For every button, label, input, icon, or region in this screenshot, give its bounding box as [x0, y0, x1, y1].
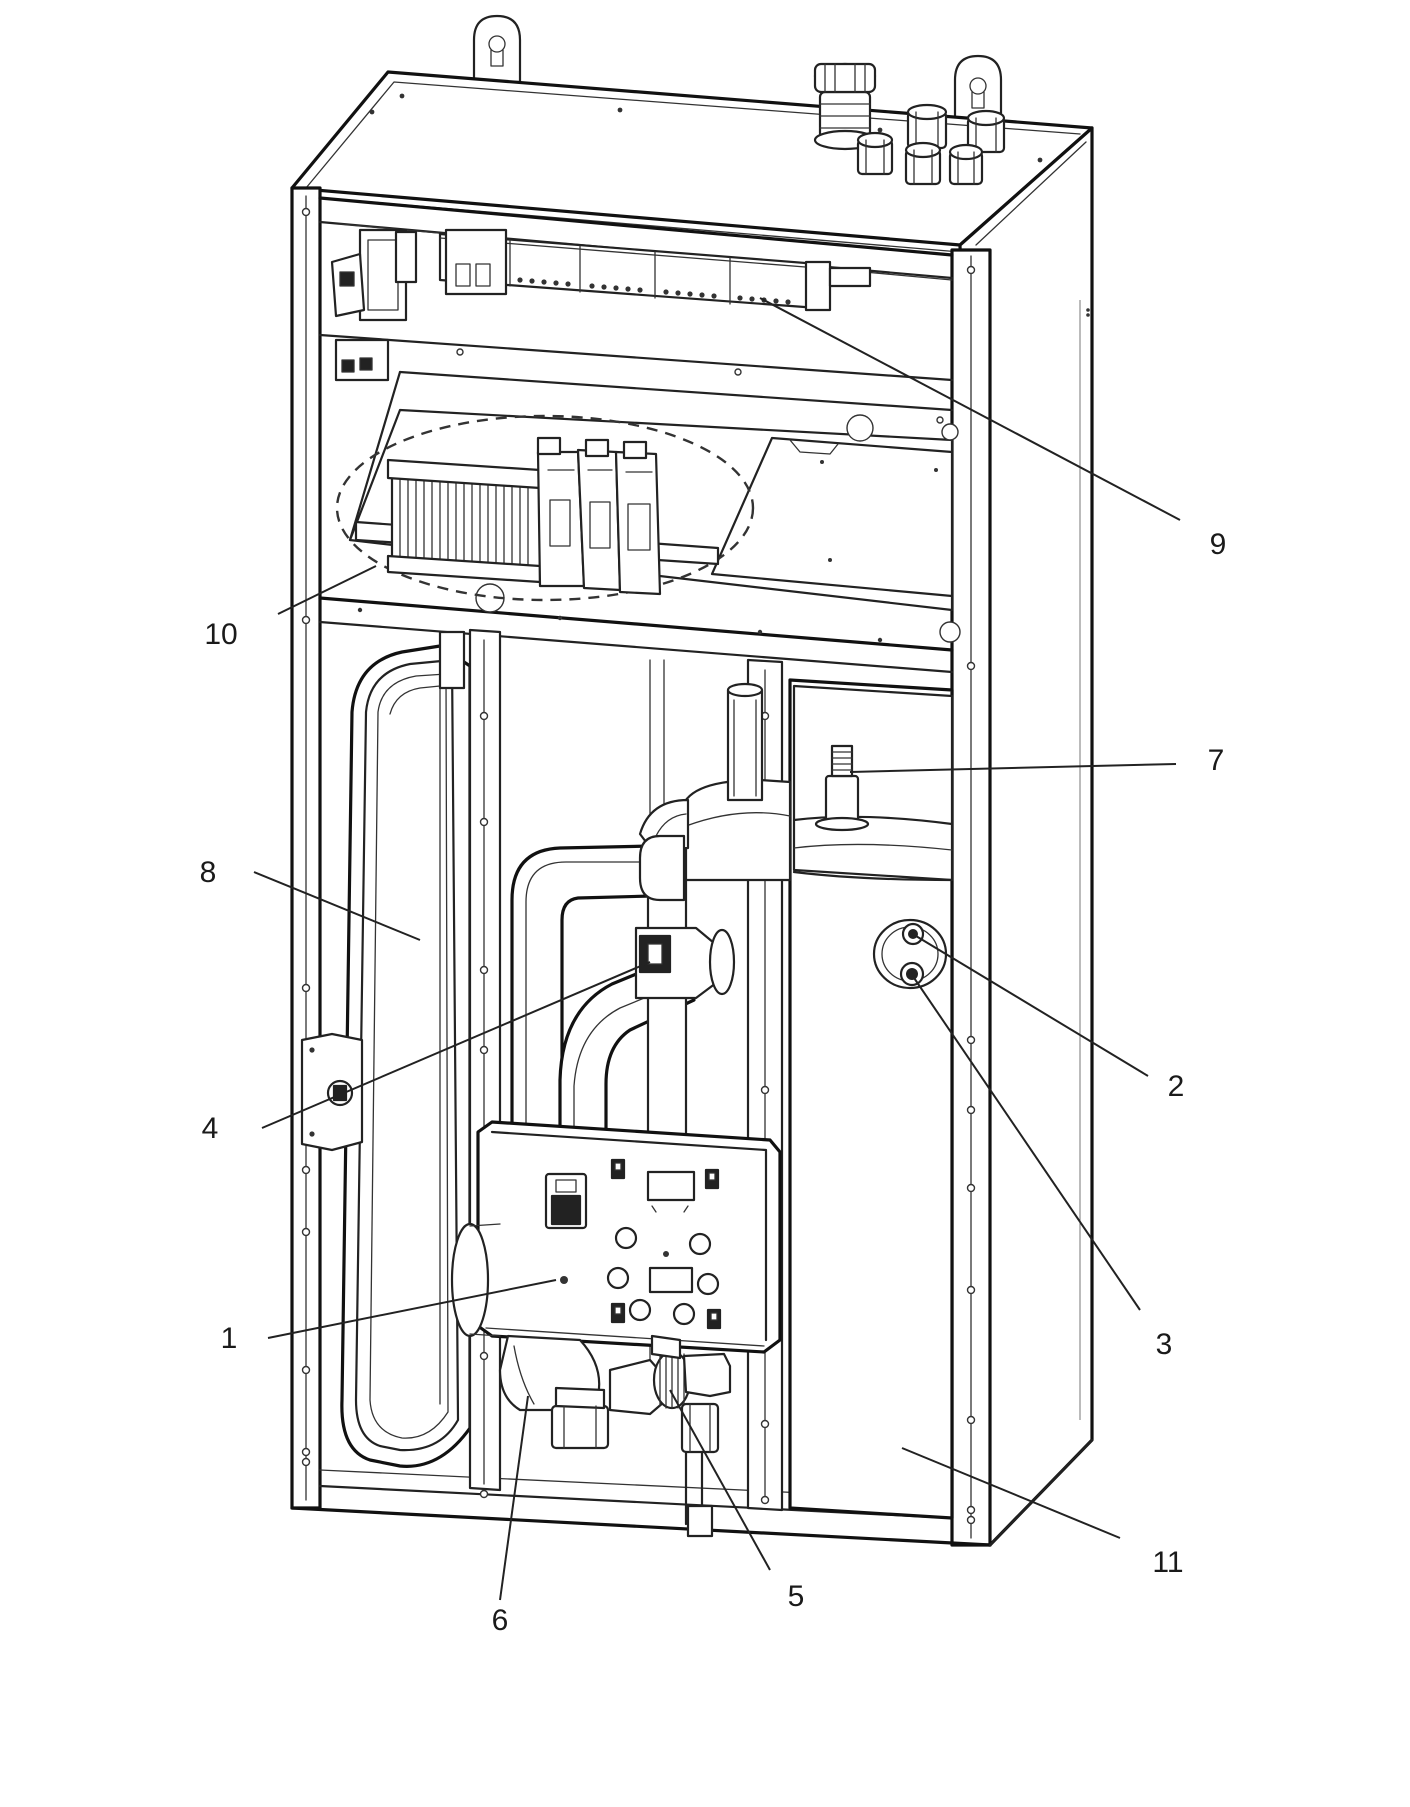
leader-6: [499, 1395, 529, 1601]
callout-2: 2: [1168, 1070, 1185, 1103]
leader-4: [261, 961, 651, 1129]
frame-post-holes: [301, 207, 976, 1525]
circulation-pump: [450, 1222, 610, 1450]
leader-8: [253, 871, 421, 941]
callout-leader-lines: [253, 297, 1181, 1601]
main-power-switch: [544, 1172, 588, 1230]
cable-glands: [813, 62, 1006, 186]
hanging-lug-left: [472, 14, 522, 84]
din-rail-terminal-block: [335, 414, 755, 602]
callout-3: 3: [1156, 1328, 1173, 1361]
callout-4: 4: [202, 1112, 219, 1145]
callout-10: 10: [204, 618, 237, 651]
callout-9: 9: [1210, 528, 1227, 561]
leader-2: [915, 935, 1149, 1077]
top-terminal-strip: [438, 228, 872, 312]
upper-electrical-compartment: [318, 223, 954, 542]
leader-10: [277, 565, 377, 615]
pump-motor-valve: [608, 1334, 732, 1538]
callout-8: 8: [200, 856, 217, 889]
leader-1: [267, 1279, 557, 1339]
hanging-lug-right: [953, 54, 1003, 130]
three-way-valve-motor: [634, 926, 736, 1000]
callout-5: 5: [788, 1580, 805, 1613]
callout-1: 1: [221, 1322, 238, 1355]
buffer-tank: [788, 678, 954, 1520]
leader-5: [669, 1389, 771, 1571]
callout-7: 7: [1208, 744, 1225, 777]
callout-11: 11: [1152, 1546, 1183, 1579]
callout-labels: 1 2 3 4 5 6 7 8 9 10 11: [200, 528, 1227, 1637]
leader-7: [849, 763, 1177, 773]
control-panel-box: [476, 1120, 782, 1354]
automatic-air-vent: [814, 744, 870, 832]
temperature-sensor-ports: [872, 918, 948, 990]
leader-9: [759, 297, 1181, 521]
callout-6: 6: [492, 1604, 509, 1637]
leader-11: [901, 1447, 1121, 1539]
leader-3: [909, 971, 1141, 1311]
expansion-vessel: [300, 630, 472, 1468]
